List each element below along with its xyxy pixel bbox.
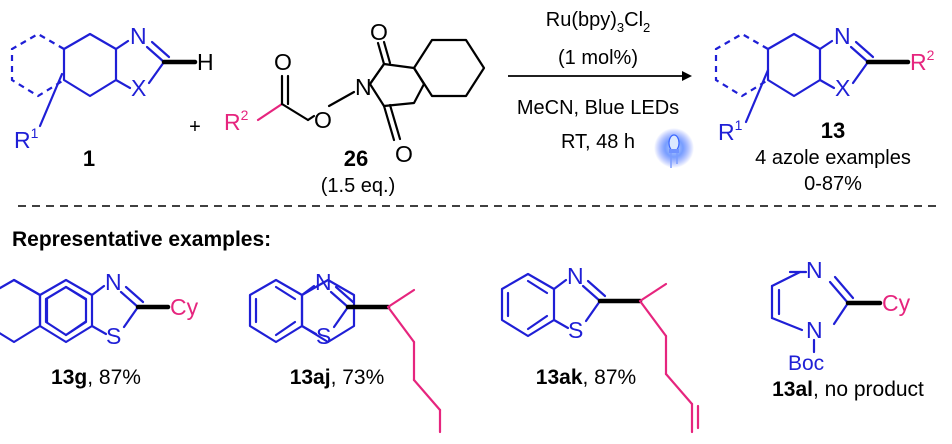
conditions-label: MeCN, Blue LEDs	[517, 97, 679, 119]
fused-ring-dashed	[10, 32, 65, 98]
heteroatom-x-label: X	[131, 75, 146, 101]
benzene-ring	[500, 272, 556, 338]
nitrogen-label-2: N	[806, 317, 823, 343]
carbonyl-oxygen-label: O	[274, 49, 292, 75]
product-structure-13: N X R2 R1 13 4 azole examples 0-87%	[714, 23, 935, 195]
scope-label: 4 azole examples	[755, 147, 911, 169]
arrow-head	[682, 71, 692, 81]
compound-id-26: 26	[344, 146, 368, 171]
benzene-ring	[0, 278, 42, 344]
sulfur-label: S	[106, 323, 121, 349]
example-13ak-caption: 13ak, 87%	[536, 366, 636, 389]
example-13g-caption: 13g, 87%	[51, 366, 141, 389]
sulfur-label: S	[316, 323, 331, 349]
example-13aj-caption: 13aj, 73%	[290, 366, 385, 389]
product-fused-ring-dashed	[714, 32, 769, 98]
benzo-ring	[62, 32, 118, 98]
compound-id-13: 13	[821, 118, 845, 143]
sulfur-label: S	[568, 317, 583, 343]
catalyst-loading-label: (1 mol%)	[558, 47, 638, 69]
nitrogen-label: N	[806, 257, 823, 283]
product-x-label: X	[835, 75, 850, 101]
nhpi-ester-structure-26: O O N O O R2 26 (1.5 eq.)	[224, 19, 486, 197]
imide-oxygen-top-label: O	[370, 19, 388, 45]
product-r1-label: R1	[718, 117, 743, 145]
examples-heading: Representative examples:	[12, 228, 271, 251]
nitrogen-label: N	[315, 269, 332, 295]
azole-structure-1: N X H R1 1	[10, 23, 214, 171]
imide-nitrogen-label: N	[355, 74, 372, 100]
cyclohexyl-label: Cy	[170, 294, 199, 320]
compound-id-1: 1	[83, 146, 95, 171]
product-r2-label: R2	[910, 47, 935, 75]
blue-led-icon	[654, 128, 694, 168]
example-13ak: N S 13ak, 87%	[500, 263, 700, 434]
cyclohexyl-label: Cy	[882, 290, 911, 316]
r1-substituent-line	[38, 72, 64, 128]
catalyst-label: Ru(bpy)3Cl2	[546, 9, 651, 35]
ester-oxygen-label: O	[314, 107, 332, 133]
benzene-ring	[248, 278, 304, 344]
example-13al-caption: 13al, no product	[772, 378, 924, 401]
plus-sign: +	[189, 116, 201, 138]
r2-label: R2	[224, 107, 249, 135]
time-label: RT, 48 h	[561, 131, 635, 153]
equivalents-label: (1.5 eq.)	[321, 175, 395, 197]
nitrogen-label: N	[130, 23, 147, 49]
boc-label: Boc	[788, 352, 824, 375]
example-13al: N N Boc Cy 13al, no product	[770, 257, 924, 401]
nitrogen-label: N	[567, 263, 584, 289]
product-nitrogen-label: N	[834, 23, 851, 49]
r1-label: R1	[14, 125, 39, 153]
reaction-arrow-group: Ru(bpy)3Cl2 (1 mol%) MeCN, Blue LEDs RT,…	[508, 9, 694, 168]
example-13aj: N S 13aj, 73%	[248, 269, 442, 434]
imide-oxygen-bottom-label: O	[395, 141, 413, 167]
yield-range-label: 0-87%	[804, 173, 862, 195]
nitrogen-label: N	[105, 269, 122, 295]
hydrogen-label: H	[197, 49, 214, 75]
example-13g: N S Cy 13g, 87%	[0, 269, 199, 389]
product-benzo-ring	[766, 32, 822, 98]
